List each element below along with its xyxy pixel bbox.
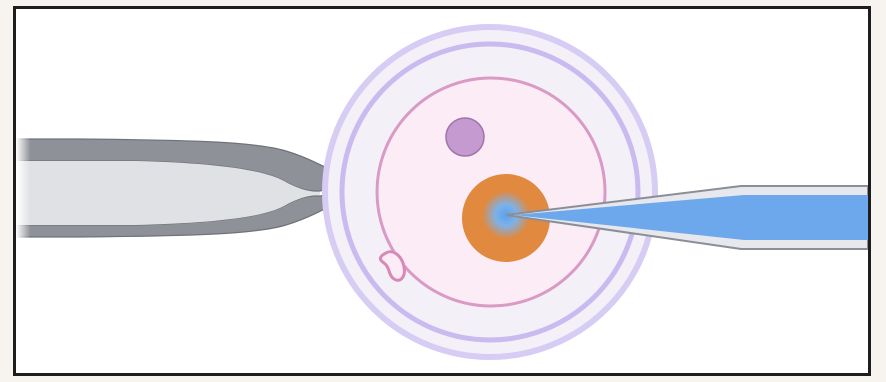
microinjection-diagram <box>16 9 868 373</box>
holding-pipette <box>16 129 330 249</box>
polar-body <box>446 118 484 156</box>
diagram-frame <box>13 6 871 376</box>
